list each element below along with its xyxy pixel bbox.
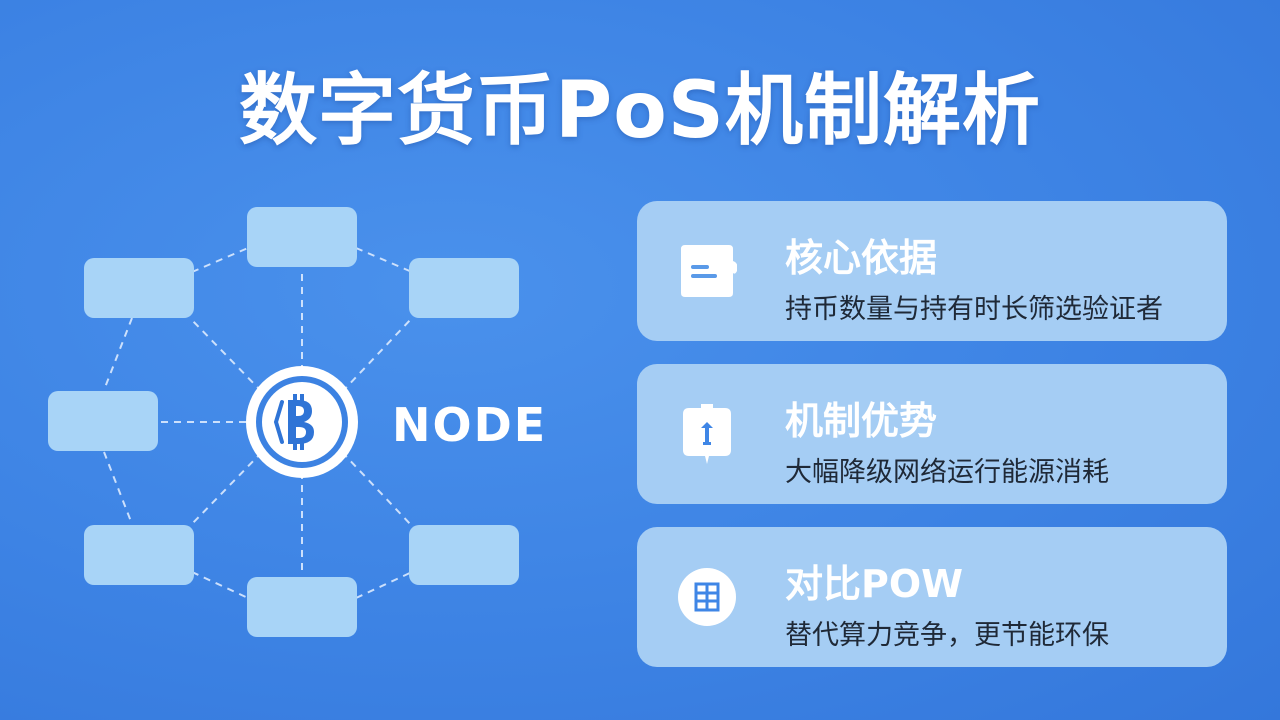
card-heading: 机制优势 bbox=[785, 399, 938, 443]
center-node-label: NODE bbox=[392, 398, 548, 452]
node-box-top bbox=[247, 207, 357, 267]
card-mechanism-advantage: 机制优势 大幅降级网络运行能源消耗 bbox=[637, 364, 1227, 504]
network-nodes bbox=[48, 207, 519, 637]
card-text: 替代算力竞争，更节能环保 bbox=[785, 620, 1109, 651]
card-core-basis: 核心依据 持币数量与持有时长筛选验证者 bbox=[637, 201, 1227, 341]
edge-lower-left-bottom bbox=[191, 571, 249, 599]
node-box-lower-right bbox=[409, 525, 519, 585]
edge-center-upper-right bbox=[341, 317, 413, 393]
edge-upper-left-left bbox=[103, 317, 133, 391]
card-heading: 核心依据 bbox=[785, 236, 938, 280]
card-heading: 对比POW bbox=[785, 562, 964, 606]
edge-center-upper-left bbox=[189, 317, 263, 393]
node-box-upper-left bbox=[84, 258, 194, 318]
node-box-upper-right bbox=[409, 258, 519, 318]
edge-center-lower-right bbox=[341, 451, 413, 527]
card-compare-pow: 对比POW 替代算力竞争，更节能环保 bbox=[637, 527, 1227, 667]
edge-left-lower-left bbox=[103, 451, 133, 525]
network-edges bbox=[103, 247, 413, 599]
edge-upper-left-top bbox=[191, 247, 249, 273]
edge-bottom-lower-right bbox=[355, 571, 413, 599]
edge-center-lower-left bbox=[189, 451, 263, 527]
card-text: 持币数量与持有时长筛选验证者 bbox=[785, 294, 1163, 325]
node-box-bottom bbox=[247, 577, 357, 637]
tower-icon bbox=[683, 404, 731, 464]
node-box-left bbox=[48, 391, 158, 451]
grid-icon bbox=[678, 568, 736, 626]
node-box-lower-left bbox=[84, 525, 194, 585]
page-title: 数字货币PoS机制解析 bbox=[239, 66, 1041, 156]
document-icon bbox=[681, 245, 737, 297]
card-text: 大幅降级网络运行能源消耗 bbox=[785, 457, 1109, 488]
center-coin-icon bbox=[246, 366, 358, 478]
edge-top-upper-right bbox=[355, 247, 413, 273]
